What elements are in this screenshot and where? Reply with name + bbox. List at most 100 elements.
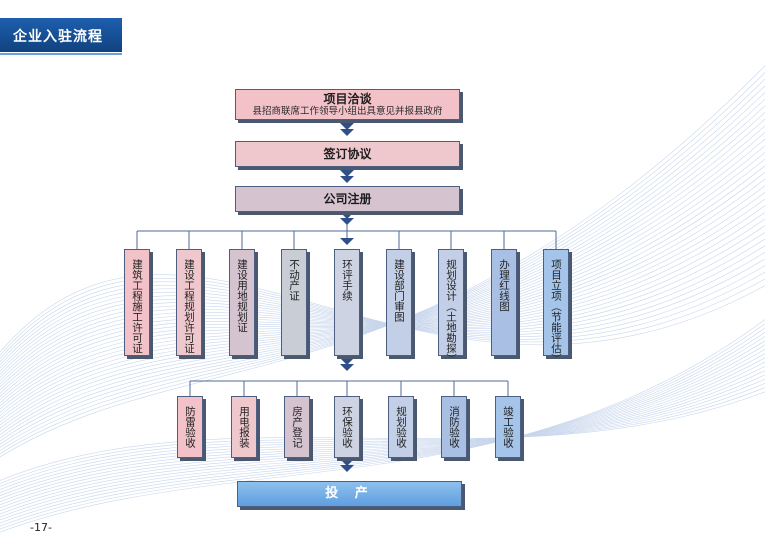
- wave-line: [0, 348, 765, 512]
- permit-label: 规划设计（土地勘探）: [445, 259, 457, 364]
- wave-line: [0, 185, 765, 401]
- wave-line: [0, 387, 765, 484]
- permit-box: 规划设计（土地勘探）: [438, 249, 464, 364]
- wave-line: [0, 91, 765, 445]
- inspection-box: 消防验收: [441, 396, 467, 458]
- wave-line: [0, 118, 765, 432]
- inspection-label: 环保验收: [341, 406, 353, 448]
- wave-line: [0, 171, 765, 407]
- wave-line: [0, 205, 765, 391]
- wave-line: [0, 145, 765, 420]
- wave-line: [0, 245, 765, 372]
- wave-line: [0, 138, 765, 423]
- wave-line: [0, 271, 765, 360]
- wave-line: [0, 258, 765, 366]
- arrow-down-icon: [340, 176, 354, 183]
- wave-line: [0, 71, 765, 455]
- wave-line: [0, 218, 765, 385]
- wave-line: [0, 265, 765, 363]
- inspection-label: 规划验收: [395, 406, 407, 448]
- permit-box: 项目立项（节能评估）: [543, 249, 569, 364]
- wave-line: [0, 274, 765, 353]
- arrow-down-icon: [340, 364, 354, 371]
- wave-line: [0, 361, 765, 503]
- wave-line: [0, 344, 765, 515]
- wave-line: [0, 353, 765, 509]
- wave-line: [0, 370, 765, 497]
- arrow-down-icon: [340, 170, 354, 177]
- wave-line: [0, 158, 765, 413]
- wave-line: [0, 336, 765, 521]
- wave-line: [0, 391, 765, 481]
- permit-label: 建筑工程施工许可证: [131, 259, 143, 354]
- inspection-label: 用电报装: [238, 406, 250, 448]
- permit-box: 环评手续: [334, 249, 360, 356]
- permit-box: 建设工程规划许可证: [176, 249, 202, 356]
- inspection-box: 房产登记: [284, 396, 310, 458]
- wave-line: [0, 323, 765, 530]
- arrow-down-icon: [340, 459, 354, 466]
- wave-line: [0, 225, 765, 382]
- step-project-negotiation: 项目洽谈 县招商联席工作领导小组出具意见并报县政府: [235, 89, 460, 120]
- arrow-down-icon: [340, 218, 354, 225]
- step-subtitle: 县招商联席工作领导小组出具意见并报县政府: [252, 105, 443, 117]
- wave-line: [0, 65, 765, 458]
- step-title: 投 产: [325, 486, 374, 501]
- wave-line: [0, 374, 765, 493]
- step-title: 公司注册: [323, 192, 372, 206]
- wave-line: [0, 277, 765, 356]
- inspection-box: 环保验收: [334, 396, 360, 458]
- permit-box: 建设部门审图: [386, 249, 412, 356]
- wave-line: [0, 340, 765, 518]
- inspection-label: 竣工验收: [502, 406, 514, 448]
- permit-box: 建设用地规划证: [229, 249, 255, 356]
- wave-line: [0, 327, 765, 527]
- step-title: 项目洽谈: [323, 91, 372, 106]
- wave-line: [0, 382, 765, 487]
- wave-line: [0, 378, 765, 490]
- step-production: 投 产: [237, 481, 462, 507]
- wave-line: [0, 125, 765, 429]
- permit-label: 办理红线图: [498, 259, 510, 312]
- wave-line: [0, 85, 765, 448]
- permit-label: 环评手续: [341, 259, 353, 301]
- wave-line: [0, 251, 765, 369]
- permit-label: 建设工程规划许可证: [183, 259, 195, 354]
- arrow-down-icon: [340, 238, 354, 245]
- arrow-down-icon: [340, 123, 354, 130]
- header-bar: 企业入驻流程: [0, 18, 122, 55]
- inspection-box: 防雷验收: [177, 396, 203, 458]
- permit-label: 建设用地规划证: [236, 259, 248, 333]
- inspection-label: 房产登记: [291, 406, 303, 448]
- chevron-arrows: [340, 123, 354, 472]
- wave-line: [0, 331, 765, 524]
- wave-line: [0, 357, 765, 506]
- wave-line: [0, 178, 765, 404]
- permit-box: 办理红线图: [491, 249, 517, 356]
- page-title: 企业入驻流程: [13, 29, 103, 45]
- wave-line: [0, 231, 765, 379]
- step-company-registration: 公司注册: [235, 186, 460, 212]
- arrow-down-icon: [340, 358, 354, 365]
- wave-line: [0, 211, 765, 388]
- permit-box: 建筑工程施工许可证: [124, 249, 150, 356]
- inspection-box: 竣工验收: [495, 396, 521, 458]
- step-sign-agreement: 签订协议: [235, 141, 460, 167]
- arrow-down-icon: [340, 465, 354, 472]
- permit-label: 项目立项（节能评估）: [550, 259, 562, 364]
- arrow-down-icon: [340, 129, 354, 136]
- wave-line: [0, 165, 765, 410]
- permit-box: 不动产证: [281, 249, 307, 356]
- wave-line: [0, 98, 765, 442]
- permit-label: 不动产证: [288, 259, 300, 301]
- inspection-box: 用电报装: [231, 396, 257, 458]
- wave-line: [0, 105, 765, 439]
- wave-line: [0, 191, 765, 398]
- inspection-box: 规划验收: [388, 396, 414, 458]
- inspection-label: 防雷验收: [184, 406, 196, 448]
- wave-line: [0, 238, 765, 375]
- step-title: 签订协议: [323, 147, 372, 161]
- wave-line: [0, 131, 765, 426]
